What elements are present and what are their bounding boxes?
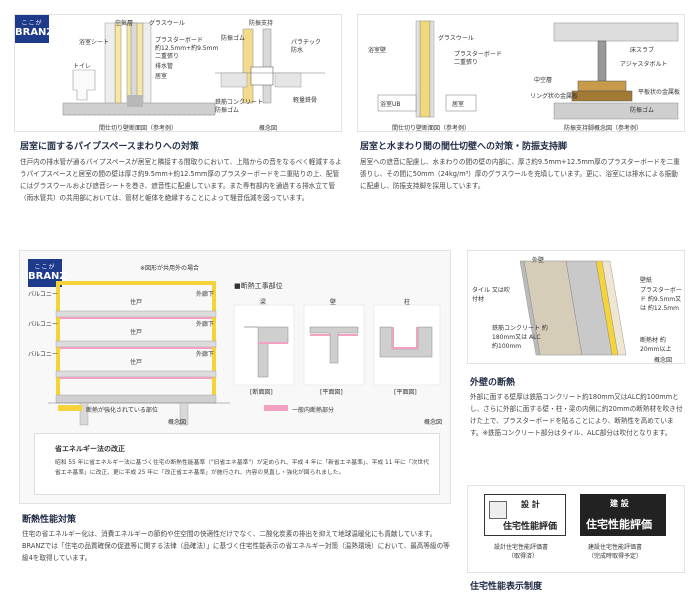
building-section-diagram [48,281,441,426]
exterior-wall-diagram [519,260,627,356]
insulation-figure-panel: ここが BRANZ ※図形が共用外の場合 バルコニー バルコニー バルコニー 外 [19,250,451,504]
pipe-space-body: 住戸内の排水管が通るパイプスペースが居室と隣接する間取りにおいて、上階からの音を… [20,158,342,202]
performance-marks-panel: 設 計 住宅性能評価 設計住宅性能評価書 （取得済） 建 設 住宅性能評価 建設… [467,485,685,573]
insulation-body: 住宅の省エネルギー化は、消費エネルギーの節約や住空間の快適性だけでなく、二酸化炭… [22,530,450,562]
pipe-space-diagram [62,22,325,116]
partition-wall-heading: 居室と水まわり間の間仕切壁への対策・防振支持脚 [360,142,568,152]
pipe-space-figure-panel: ここが BRANZ 空気層 グラスウール 浴室シート プラスターボード 約12.… [14,14,342,132]
house-icon [489,501,507,519]
exterior-wall-figure-panel: 外壁 タイル 又は吹付材 鉄筋コンクリート 約180mm又は ALC 約100m… [467,250,685,364]
partition-wall-diagram [377,20,679,120]
pipe-space-heading: 居室に面するパイプスペースまわりへの対策 [20,142,199,152]
design-evaluation-mark: 設 計 住宅性能評価 [484,494,566,536]
exterior-wall-body: 外部に面する壁厚は鉄筋コンクリート約180mm又はALC約100mmとし、さらに… [470,393,683,437]
construction-evaluation-mark: 建 設 住宅性能評価 [580,494,666,536]
performance-display-heading: 住宅性能表示制度 [470,582,543,592]
insulation-heading: 断熱性能対策 [22,515,77,525]
partition-wall-body: 居室への遮音に配慮し、水まわりの間の壁の内部に、厚さ約9.5mm+12.5mm厚… [360,158,680,190]
partition-wall-figure-panel: 浴室壁 グラスウール プラスターボード 二重張り 浴室UB 居室 床スラブ アジ… [357,14,685,132]
exterior-wall-heading: 外壁の断熱 [470,378,516,388]
branz-badge: ここが BRANZ [15,15,54,43]
energy-law-box: 省エネルギー法の改正 昭和 55 年に省エネルギー法に基づく住宅の断熱性能基準（… [34,433,440,495]
